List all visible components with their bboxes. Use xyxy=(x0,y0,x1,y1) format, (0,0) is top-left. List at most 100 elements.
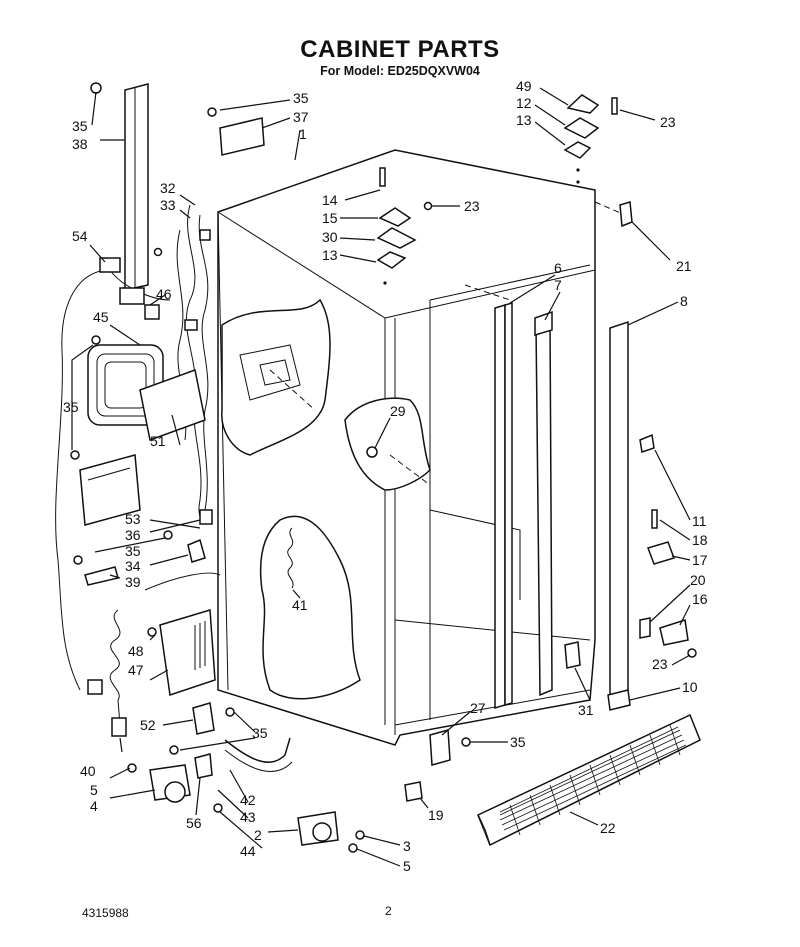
callout-43: 43 xyxy=(240,809,256,825)
part-53 xyxy=(199,509,213,525)
roller-4 xyxy=(149,764,191,803)
callout-42: 42 xyxy=(240,792,256,808)
callout-33: 33 xyxy=(160,197,176,213)
callout-36: 36 xyxy=(125,527,141,543)
bracket-52 xyxy=(192,702,215,735)
callout-35: 35 xyxy=(293,90,309,106)
callout-46: 46 xyxy=(156,286,172,302)
callout-23: 23 xyxy=(464,198,480,214)
callout-35: 35 xyxy=(125,543,141,559)
side-cutaway xyxy=(221,298,331,456)
strip-8 xyxy=(609,320,629,696)
callout-39: 39 xyxy=(125,574,141,590)
callout-34: 34 xyxy=(125,558,141,574)
callout-23: 23 xyxy=(652,656,668,672)
callout-30: 30 xyxy=(322,229,338,245)
part-10 xyxy=(607,689,631,711)
tube-42 xyxy=(224,737,291,763)
lower-cutaway xyxy=(259,515,361,700)
callout-10: 10 xyxy=(682,679,698,695)
callout-16: 16 xyxy=(692,591,708,607)
callout-14: 14 xyxy=(322,192,338,208)
callout-13: 13 xyxy=(322,247,338,263)
center-cutaway xyxy=(344,397,431,491)
part-11 xyxy=(639,433,655,453)
callout-7: 7 xyxy=(554,277,562,293)
power-cord-40 xyxy=(87,609,127,737)
document-number: 4315988 xyxy=(82,906,129,920)
callout-47: 47 xyxy=(128,662,144,678)
callout-51: 51 xyxy=(150,433,166,449)
callout-12: 12 xyxy=(516,95,532,111)
page-title: CABINET PARTS xyxy=(300,36,500,63)
callout-6: 6 xyxy=(554,260,562,276)
callout-5: 5 xyxy=(403,858,411,874)
part-20 xyxy=(639,617,651,639)
callout-3: 3 xyxy=(403,838,411,854)
callout-56: 56 xyxy=(186,815,202,831)
callout-15: 15 xyxy=(322,210,338,226)
callout-27: 27 xyxy=(470,700,486,716)
panel-36 xyxy=(79,454,141,526)
callout-5: 5 xyxy=(90,782,98,798)
callout-21: 21 xyxy=(676,258,692,274)
part-17 xyxy=(647,541,675,565)
callout-23: 23 xyxy=(660,114,676,130)
callout-8: 8 xyxy=(680,293,688,309)
callout-53: 53 xyxy=(125,511,141,527)
screws xyxy=(70,247,471,853)
callout-35: 35 xyxy=(63,399,79,415)
callout-38: 38 xyxy=(72,136,88,152)
toe-grille-22 xyxy=(477,713,701,847)
insulation-51 xyxy=(139,368,206,442)
callout-44: 44 xyxy=(240,843,256,859)
bracket-16 xyxy=(659,619,689,646)
callout-31: 31 xyxy=(578,702,594,718)
callout-35: 35 xyxy=(72,118,88,134)
screw-18 xyxy=(651,509,658,529)
bracket-37 xyxy=(207,107,265,156)
wiring-harness xyxy=(55,204,211,691)
bracket-27 xyxy=(429,729,451,766)
callout-48: 48 xyxy=(128,643,144,659)
center-hinge-assembly xyxy=(376,167,433,269)
callout-20: 20 xyxy=(690,572,706,588)
callout-40: 40 xyxy=(80,763,96,779)
spring-41 xyxy=(287,527,294,589)
callout-2: 2 xyxy=(254,827,262,843)
clip-21 xyxy=(619,201,633,228)
model-subtitle: For Model: ED25DQXVW04 xyxy=(320,64,480,78)
callout-41: 41 xyxy=(292,597,308,613)
leader-lines xyxy=(71,87,691,867)
strip-7 xyxy=(534,310,553,697)
callout-32: 32 xyxy=(160,180,176,196)
callout-13: 13 xyxy=(516,112,532,128)
roller-2 xyxy=(297,811,339,846)
part-19 xyxy=(404,781,423,802)
callout-35: 35 xyxy=(510,734,526,750)
callout-54: 54 xyxy=(72,228,88,244)
callout-35: 35 xyxy=(252,725,268,741)
part-31 xyxy=(564,641,581,669)
callout-11: 11 xyxy=(692,513,707,529)
callout-1: 1 xyxy=(299,126,307,142)
callout-18: 18 xyxy=(692,532,708,548)
callout-29: 29 xyxy=(390,403,406,419)
page-number: 2 xyxy=(385,904,392,918)
callout-19: 19 xyxy=(428,807,444,823)
callout-labels: 35 38 35 37 1 49 12 13 23 32 33 14 15 23… xyxy=(63,78,708,874)
side-strip-38 xyxy=(90,82,149,291)
callout-17: 17 xyxy=(692,552,708,568)
callout-52: 52 xyxy=(140,717,156,733)
callout-22: 22 xyxy=(600,820,616,836)
bracket-56 xyxy=(194,753,213,779)
callout-49: 49 xyxy=(516,78,532,94)
callout-45: 45 xyxy=(93,309,109,325)
callout-4: 4 xyxy=(90,798,98,814)
part-34 xyxy=(187,538,206,563)
strip-6 xyxy=(494,302,513,710)
control-box-47 xyxy=(144,572,221,696)
top-hinge-assembly xyxy=(563,94,618,159)
callout-37: 37 xyxy=(293,109,309,125)
